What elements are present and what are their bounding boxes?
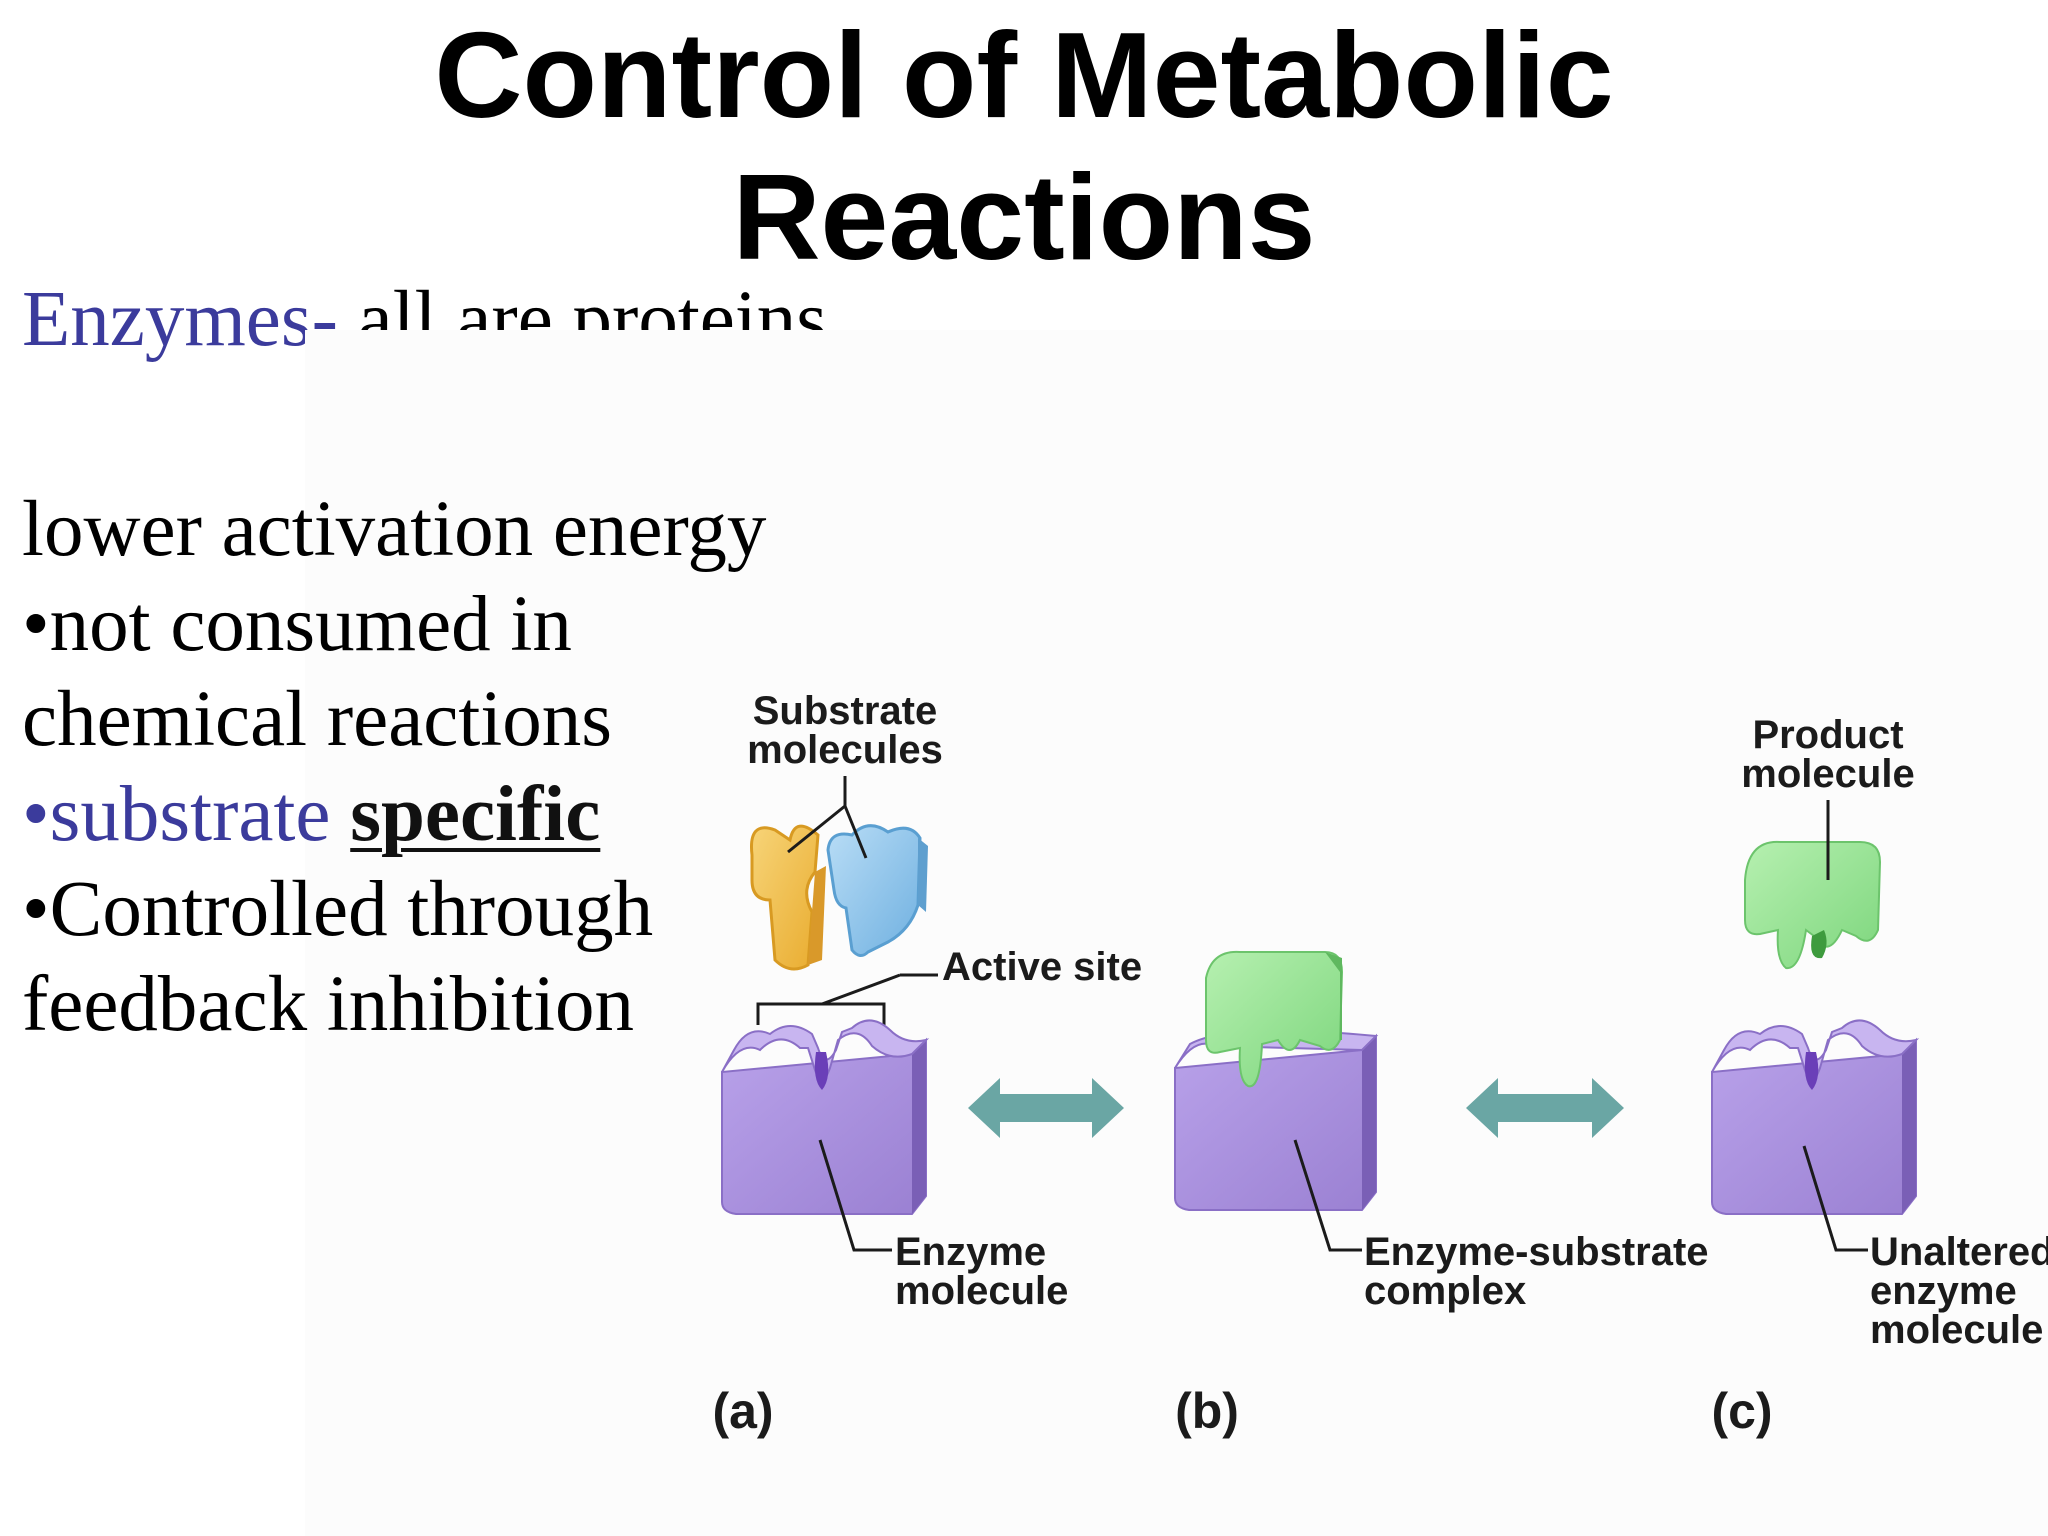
label-active-site: Active site xyxy=(942,945,1142,989)
label-enzyme-2: molecule xyxy=(895,1269,1068,1313)
product-molecule-shape xyxy=(1744,840,1882,970)
controlled-line-2: feedback inhibition xyxy=(22,961,635,1048)
label-substrate-2: molecules xyxy=(747,728,943,772)
activation-line: lower activation energy xyxy=(22,486,767,573)
substrate-term: •substrate xyxy=(22,771,351,858)
panel-label-a: (a) xyxy=(712,1383,773,1439)
label-complex-1: Enzyme-substrate xyxy=(1364,1230,1709,1274)
label-enzyme-1: Enzyme xyxy=(895,1230,1046,1274)
label-substrate-1: Substrate xyxy=(753,689,938,733)
equilibrium-arrow-1 xyxy=(968,1078,1124,1138)
controlled-line-1: •Controlled through xyxy=(22,866,654,953)
label-unaltered-1: Unaltered xyxy=(1870,1230,2048,1274)
enzyme-substrate-complex xyxy=(1174,950,1379,1211)
substrate-blue-shape xyxy=(826,824,928,957)
specific-term: specific xyxy=(350,771,601,858)
consumed-line-2: chemical reactions xyxy=(22,676,612,763)
label-unaltered-2: enzyme xyxy=(1870,1269,2017,1313)
panel-label-b: (b) xyxy=(1175,1383,1239,1439)
substrate-line: •substrate specific xyxy=(22,767,766,862)
title-line-1: Control of Metabolic xyxy=(434,7,1614,143)
panel-label-c: (c) xyxy=(1711,1383,1772,1439)
label-product-1: Product xyxy=(1752,713,1903,757)
equilibrium-arrow-2 xyxy=(1466,1078,1624,1138)
enzymes-term: Enzymes- xyxy=(22,276,338,363)
label-unaltered-3: molecule xyxy=(1870,1308,2043,1352)
slide-title: Control of Metabolic Reactions xyxy=(0,4,2048,288)
title-line-2: Reactions xyxy=(732,149,1316,285)
consumed-line-1: •not consumed in xyxy=(22,581,572,668)
substrate-yellow-shape xyxy=(749,824,826,971)
bullet-list: lower activation energy •not consumed in… xyxy=(22,482,766,1052)
label-product-2: molecule xyxy=(1741,752,1914,796)
enzyme-molecule-a xyxy=(721,1019,930,1215)
enzyme-molecule-c xyxy=(1711,1019,1920,1215)
label-complex-2: complex xyxy=(1364,1269,1526,1313)
